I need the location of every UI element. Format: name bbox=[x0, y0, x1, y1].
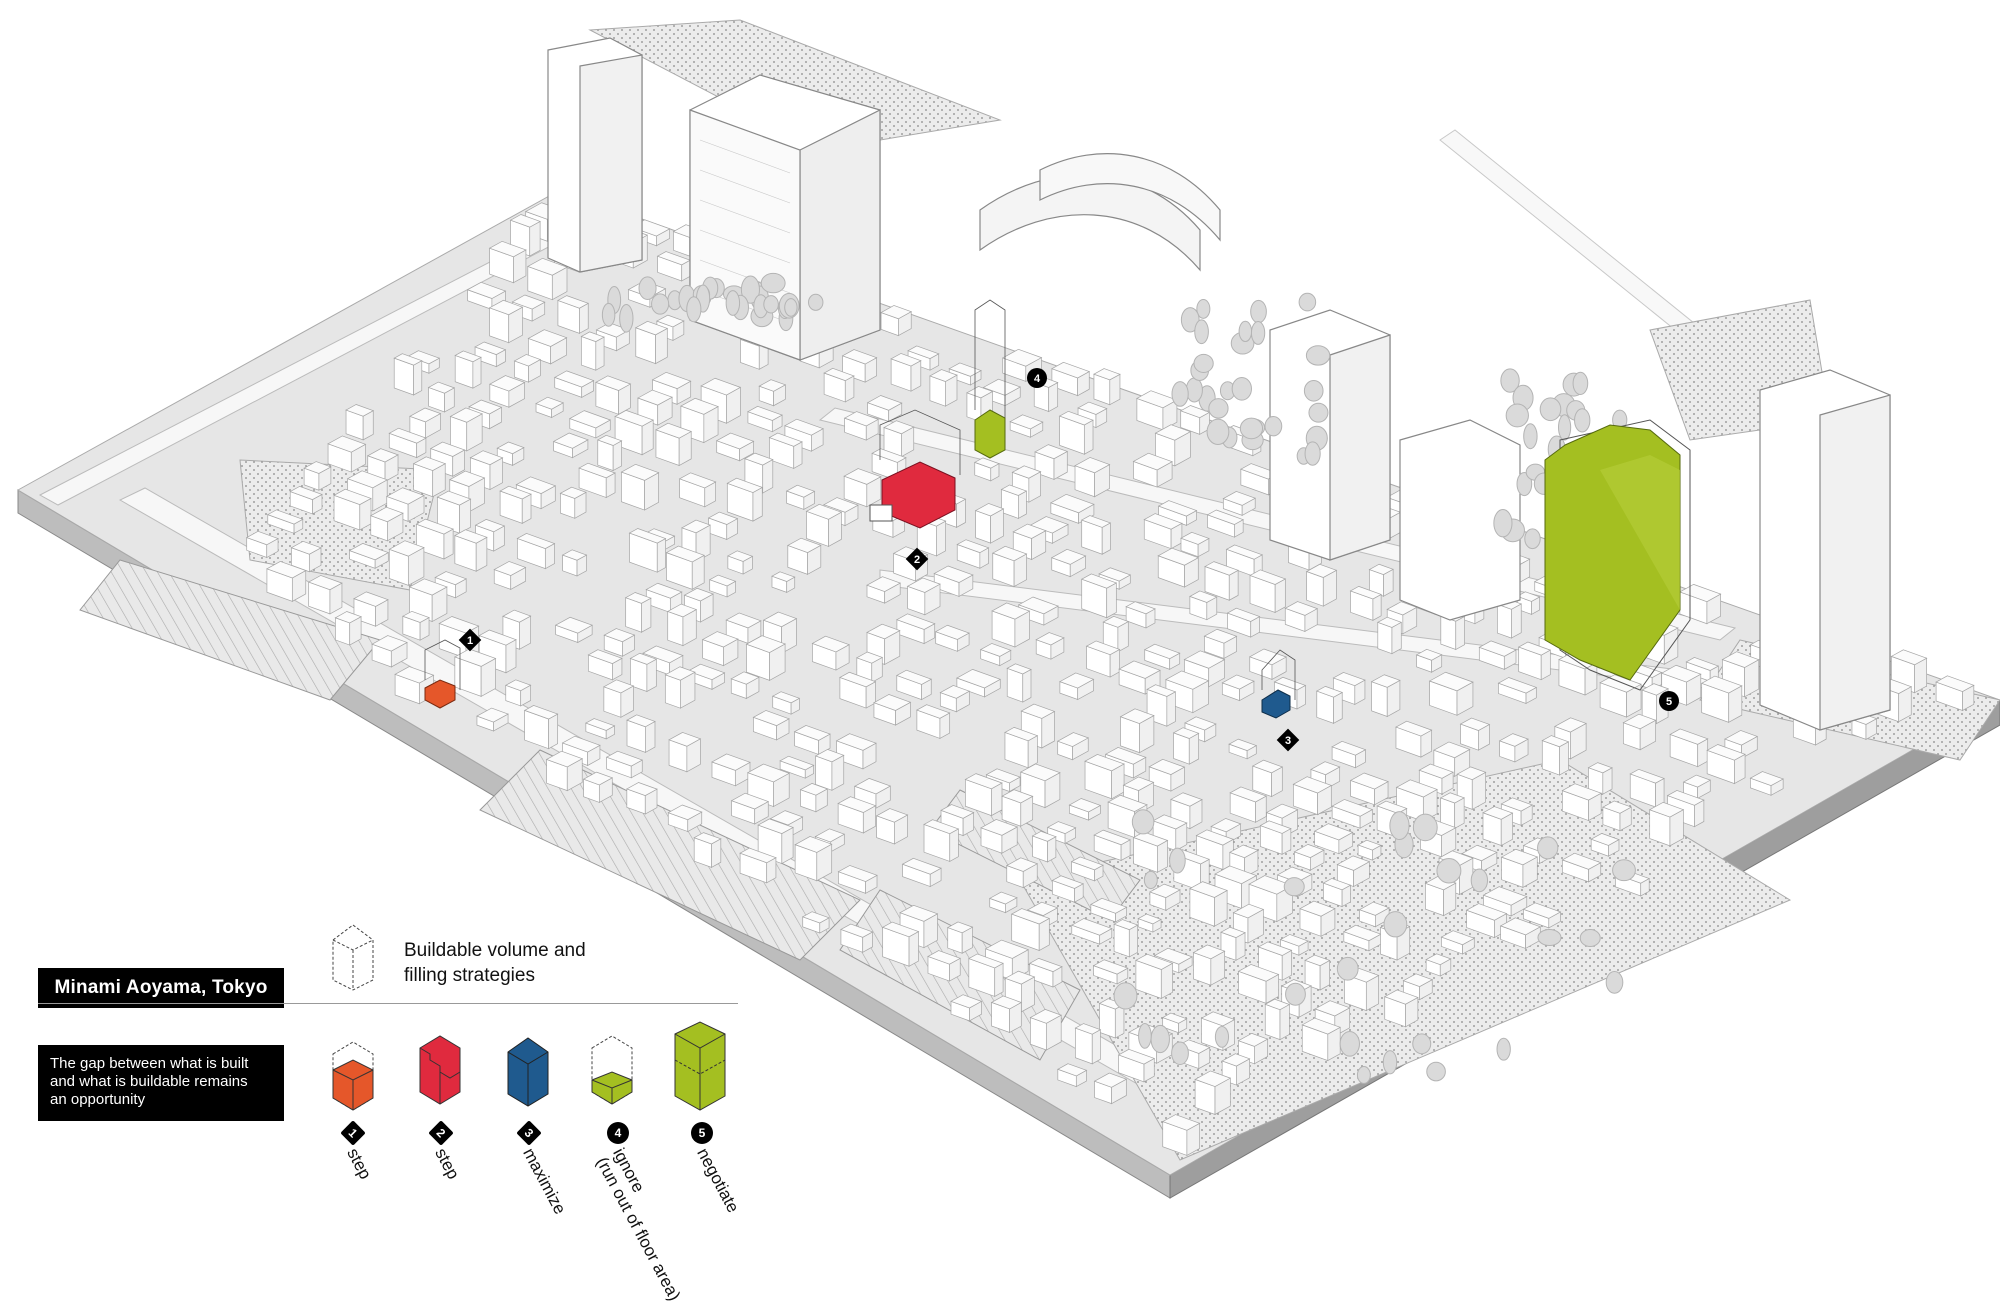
marker-3: 3 bbox=[1276, 728, 1300, 752]
buildable-volume-icon bbox=[332, 924, 374, 991]
map-markers: 1 2 3 4 5 bbox=[458, 368, 1679, 752]
description-line-3: an opportunity bbox=[50, 1091, 146, 1108]
description-line-1: The gap between what is built bbox=[50, 1055, 249, 1072]
strategy-maximize-icon bbox=[507, 1037, 549, 1107]
svg-text:2: 2 bbox=[914, 554, 920, 566]
marker-2: 2 bbox=[905, 547, 929, 571]
strategy-step-red-icon bbox=[419, 1035, 461, 1105]
description-box: The gap between what is built and what i… bbox=[38, 1045, 284, 1121]
svg-text:3: 3 bbox=[1285, 735, 1291, 747]
location-title: Minami Aoyama, Tokyo bbox=[38, 968, 284, 1008]
legend-heading-line-1: Buildable volume and bbox=[404, 940, 586, 961]
strategy-negotiate-icon bbox=[674, 1021, 726, 1111]
legend-divider bbox=[38, 1003, 738, 1004]
strategy-badge-5: 5 bbox=[691, 1122, 713, 1144]
marker-1: 1 bbox=[458, 628, 482, 652]
svg-text:5: 5 bbox=[1666, 696, 1672, 708]
svg-text:4: 4 bbox=[1034, 373, 1041, 385]
marker-4: 4 bbox=[1027, 368, 1047, 388]
strategy-badge-4: 4 bbox=[607, 1122, 629, 1144]
svg-text:1: 1 bbox=[467, 635, 473, 647]
towers bbox=[547, 37, 1891, 731]
highlighted-buildings bbox=[424, 299, 1691, 719]
strategy-step-orange-icon bbox=[332, 1041, 374, 1111]
legend-heading: Buildable volume and filling strategies bbox=[404, 938, 586, 988]
strategy-ignore-icon bbox=[591, 1035, 633, 1105]
marker-5: 5 bbox=[1659, 691, 1679, 711]
description-line-2: and what is buildable remains bbox=[50, 1073, 248, 1090]
legend-heading-line-2: filling strategies bbox=[404, 965, 535, 986]
